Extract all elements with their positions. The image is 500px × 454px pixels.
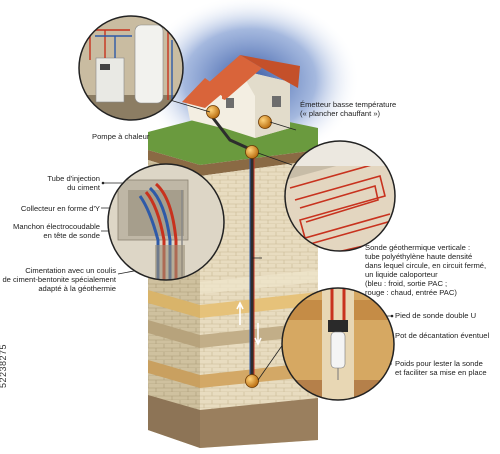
inset-floor-heating <box>284 140 396 252</box>
stock-id: 52238275 <box>0 343 8 388</box>
label-collecteur: Collecteur en forme d'Y <box>20 204 100 213</box>
label-tube-injection: Tube d'injection du ciment <box>47 174 100 192</box>
label-pompe: Pompe à chaleur <box>92 132 150 141</box>
label-manchon: Manchon électrocoudable en tête de sonde <box>13 222 100 240</box>
marker-head <box>245 145 259 159</box>
inset-probe-foot <box>281 287 395 401</box>
inset-heat-pump <box>78 15 184 121</box>
label-pot: Pot de décantation éventuel <box>395 331 490 340</box>
marker-foot <box>245 374 259 388</box>
label-emetteur: Émetteur basse température (« plancher c… <box>300 100 397 118</box>
label-poids: Poids pour lester la sonde et faciliter … <box>395 359 487 377</box>
label-cimentation: Cimentation avec un coulis de ciment-ben… <box>2 266 116 293</box>
label-sonde: Sonde géothermique verticale : tube poly… <box>365 243 487 297</box>
marker-emitter <box>258 115 272 129</box>
marker-pump <box>206 105 220 119</box>
label-pied: Pied de sonde double U <box>395 311 477 320</box>
inset-probe-head <box>107 163 225 281</box>
